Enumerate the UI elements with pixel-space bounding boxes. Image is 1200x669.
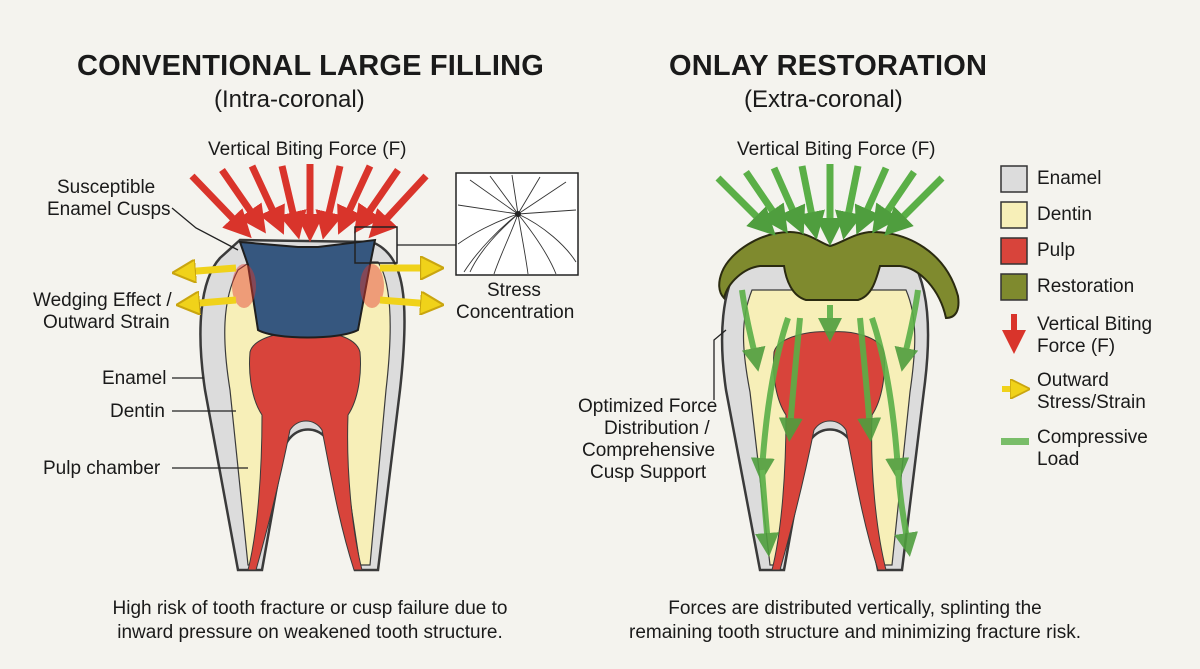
legend-outward-line2: Stress/Strain bbox=[1037, 392, 1146, 413]
left-force-label: Vertical Biting Force (F) bbox=[208, 139, 407, 160]
right-leader-line bbox=[713, 329, 727, 400]
legend-dentin-label: Dentin bbox=[1037, 204, 1092, 225]
right-internal-load-arrows bbox=[739, 289, 921, 557]
legend-swatch-pulp bbox=[1000, 237, 1028, 265]
legend-compressive-line1: Compressive bbox=[1037, 427, 1148, 448]
right-pulp-shape bbox=[771, 331, 887, 571]
legend-vertical-force-line2: Force (F) bbox=[1037, 336, 1116, 357]
legend-enamel-label: Enamel bbox=[1037, 168, 1102, 189]
right-panel-title: ONLAY RESTORATION bbox=[669, 50, 988, 82]
dentin-label: Dentin bbox=[110, 401, 165, 422]
stress-concentration-callout bbox=[354, 172, 579, 276]
cusps-label-line1: Susceptible bbox=[57, 177, 156, 198]
left-filling-shape bbox=[238, 238, 377, 339]
stress-label-line1: Stress bbox=[487, 280, 541, 301]
enamel-label: Enamel bbox=[102, 368, 167, 389]
right-tooth bbox=[718, 230, 960, 572]
legend-swatch-enamel bbox=[1000, 165, 1028, 193]
right-stress-hotspot bbox=[360, 264, 384, 308]
distribution-label-line4: Cusp Support bbox=[590, 462, 707, 483]
legend-swatch-restoration bbox=[1000, 273, 1028, 301]
wedging-label-line2: Outward Strain bbox=[43, 312, 170, 333]
distribution-label-line2: Distribution / bbox=[604, 418, 710, 439]
left-stress-hotspot bbox=[232, 264, 256, 308]
wedging-label-line1: Wedging Effect / bbox=[33, 290, 172, 311]
right-force-label: Vertical Biting Force (F) bbox=[737, 139, 936, 160]
left-tooth bbox=[199, 238, 406, 572]
distribution-label-line3: Comprehensive bbox=[582, 440, 716, 461]
left-panel-title: CONVENTIONAL LARGE FILLING bbox=[77, 50, 545, 82]
pulp-chamber-label: Pulp chamber bbox=[43, 458, 161, 479]
left-panel-subtitle: (Intra-coronal) bbox=[214, 86, 365, 113]
legend-vertical-force-line1: Vertical Biting bbox=[1037, 314, 1153, 335]
legend-swatch-dentin bbox=[1000, 201, 1028, 229]
stress-label-line2: Concentration bbox=[456, 302, 575, 323]
legend-pulp-label: Pulp bbox=[1037, 240, 1076, 261]
left-caption-line2: inward pressure on weakened tooth struct… bbox=[117, 622, 503, 643]
right-panel-subtitle: (Extra-coronal) bbox=[744, 86, 903, 113]
left-force-arrows bbox=[189, 164, 429, 242]
legend-compressive-line2: Load bbox=[1037, 449, 1080, 470]
left-pulp-shape bbox=[247, 331, 363, 571]
left-leader-lines bbox=[171, 207, 248, 469]
distribution-label-line1: Optimized Force bbox=[578, 396, 718, 417]
right-top-force-arrows bbox=[715, 164, 945, 246]
left-outward-arrows bbox=[184, 268, 432, 304]
cusps-label-line2: Enamel Cusps bbox=[47, 199, 171, 220]
legend-compressive-icon bbox=[1001, 438, 1029, 445]
left-caption-line1: High risk of tooth fracture or cusp fail… bbox=[112, 598, 508, 619]
legend-restoration-label: Restoration bbox=[1037, 276, 1135, 297]
right-caption-line2: remaining tooth structure and minimizing… bbox=[629, 622, 1081, 643]
right-caption-line1: Forces are distributed vertically, splin… bbox=[668, 598, 1042, 619]
legend-outward-line1: Outward bbox=[1037, 370, 1109, 391]
legend-swatches bbox=[1000, 165, 1029, 445]
